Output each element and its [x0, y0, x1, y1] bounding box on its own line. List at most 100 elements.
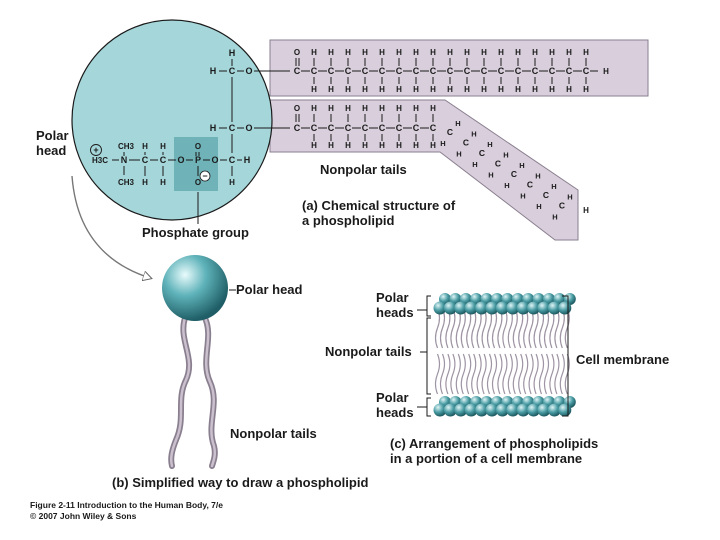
- hydrogen-atom: H: [430, 104, 436, 113]
- carbon-atom: C: [413, 66, 420, 76]
- hydrogen-atom: H: [328, 48, 334, 57]
- oxygen-atom: O: [195, 142, 201, 151]
- hydrogen-atom: H: [328, 141, 334, 150]
- bilayer-tail-lower: [518, 353, 524, 395]
- hydrogen-atom: H: [413, 141, 419, 150]
- bilayer-tail-upper: [502, 307, 508, 349]
- carbon-atom: C: [515, 66, 522, 76]
- oxygen-atom: O: [294, 48, 300, 57]
- carbon-atom: C: [447, 127, 453, 137]
- carbon-atom: C: [362, 66, 369, 76]
- bilayer-tail-lower: [523, 353, 529, 395]
- polar-head-label-b: Polar head: [236, 282, 303, 297]
- hydrogen-atom: H: [566, 48, 572, 57]
- bilayer-tail-lower: [507, 353, 513, 395]
- bilayer-tail-lower: [502, 353, 508, 395]
- hydrogen-atom: H: [536, 202, 541, 211]
- bilayer-tail-upper: [450, 307, 456, 349]
- nitrogen-atom: N: [121, 155, 128, 165]
- hydrogen-atom: H: [503, 151, 508, 160]
- carbon-atom: C: [495, 159, 501, 169]
- nonpolar-tails-label-a: Nonpolar tails: [320, 162, 407, 177]
- membrane-head-front: [464, 403, 478, 417]
- bilayer-tail-lower: [455, 353, 461, 395]
- membrane-head-front: [475, 301, 489, 315]
- hydrogen-atom: H: [311, 141, 317, 150]
- oxygen-atom: O: [294, 104, 300, 113]
- negative-charge-ring: [199, 170, 211, 182]
- hydrogen-atom: H: [160, 142, 166, 151]
- methyl-group: CH3: [118, 178, 135, 187]
- bilayer-tail-lower: [538, 353, 545, 395]
- hydrogen-atom: H: [515, 48, 521, 57]
- caption-a: (a) Chemical structure of a phospholipid: [302, 198, 456, 228]
- hydrogen-atom: H: [552, 213, 557, 222]
- bilayer-tail-lower: [486, 353, 493, 395]
- upper-tail-background: [269, 39, 649, 97]
- membrane-head-front: [537, 301, 551, 315]
- hydrogen-atom: H: [487, 140, 492, 149]
- copyright-line: © 2007 John Wiley & Sons: [30, 511, 137, 521]
- hydrogen-atom: H: [379, 141, 385, 150]
- carbon-atom: C: [511, 169, 517, 179]
- membrane-head-front: [506, 403, 520, 417]
- carbon-atom: C: [566, 66, 573, 76]
- bilayer-tail-lower: [497, 353, 503, 395]
- oxygen-atom: O: [245, 66, 252, 76]
- membrane-head-front: [558, 403, 572, 417]
- carbon-atom: C: [479, 148, 485, 158]
- carbon-atom: C: [583, 66, 590, 76]
- hydrogen-atom: H: [519, 161, 524, 170]
- bilayer-tail-lower: [439, 353, 446, 395]
- carbon-atom: C: [481, 66, 488, 76]
- bilayer-tail-lower: [460, 353, 466, 395]
- bilayer-tail-lower: [471, 353, 477, 395]
- methyl-group: H3C: [92, 156, 108, 165]
- carbon-atom: C: [396, 123, 403, 133]
- hydrogen-atom: H: [583, 85, 589, 94]
- membrane-head-front: [506, 301, 520, 315]
- membrane-head-front: [475, 403, 489, 417]
- bilayer-tail-lower: [564, 353, 570, 395]
- bilayer-tail-lower: [528, 353, 534, 395]
- hydrogen-atom: H: [472, 160, 477, 169]
- hydrogen-atom: H: [481, 85, 487, 94]
- hydrogen-atom: H: [345, 85, 351, 94]
- bilayer-tail-lower: [554, 353, 560, 395]
- carbon-atom: C: [311, 123, 318, 133]
- carbon-atom: C: [463, 138, 469, 148]
- carbon-atom: C: [345, 123, 352, 133]
- bilayer-tail-upper: [481, 307, 487, 349]
- carbon-atom: C: [379, 66, 386, 76]
- carbon-atom: C: [549, 66, 556, 76]
- membrane-head-front: [516, 403, 530, 417]
- bilayer-tail-lower: [549, 353, 555, 395]
- hydrogen-atom: H: [311, 104, 317, 113]
- hydrogen-atom: H: [464, 48, 470, 57]
- membrane-head-front: [433, 301, 447, 315]
- cell-membrane-label: Cell membrane: [576, 352, 670, 367]
- bilayer-tail-lower: [533, 353, 539, 395]
- hydrogen-atom: H: [362, 85, 368, 94]
- hydrogen-atom: H: [396, 141, 402, 150]
- hydrogen-atom: H: [210, 123, 217, 133]
- bilayer-tail-upper: [543, 307, 550, 349]
- bilayer-tail-lower: [512, 353, 518, 395]
- hydrogen-atom: H: [413, 85, 419, 94]
- carbon-atom: C: [294, 66, 301, 76]
- hydrogen-atom: H: [566, 85, 572, 94]
- hydrogen-atom: H: [498, 48, 504, 57]
- hydrogen-atom: H: [456, 150, 461, 159]
- bilayer-tail-lower: [481, 353, 487, 395]
- hydrogen-atom: H: [567, 193, 572, 202]
- carbon-atom: C: [328, 123, 335, 133]
- carbon-atom: C: [345, 66, 352, 76]
- hydrogen-atom: H: [430, 48, 436, 57]
- carbon-atom: C: [430, 123, 437, 133]
- polar-head-circle: [71, 19, 273, 221]
- bilayer-tail-lower: [543, 353, 550, 395]
- hydrogen-atom: H: [379, 48, 385, 57]
- carbon-atom: C: [294, 123, 301, 133]
- tail-left-highlight: [169, 316, 191, 468]
